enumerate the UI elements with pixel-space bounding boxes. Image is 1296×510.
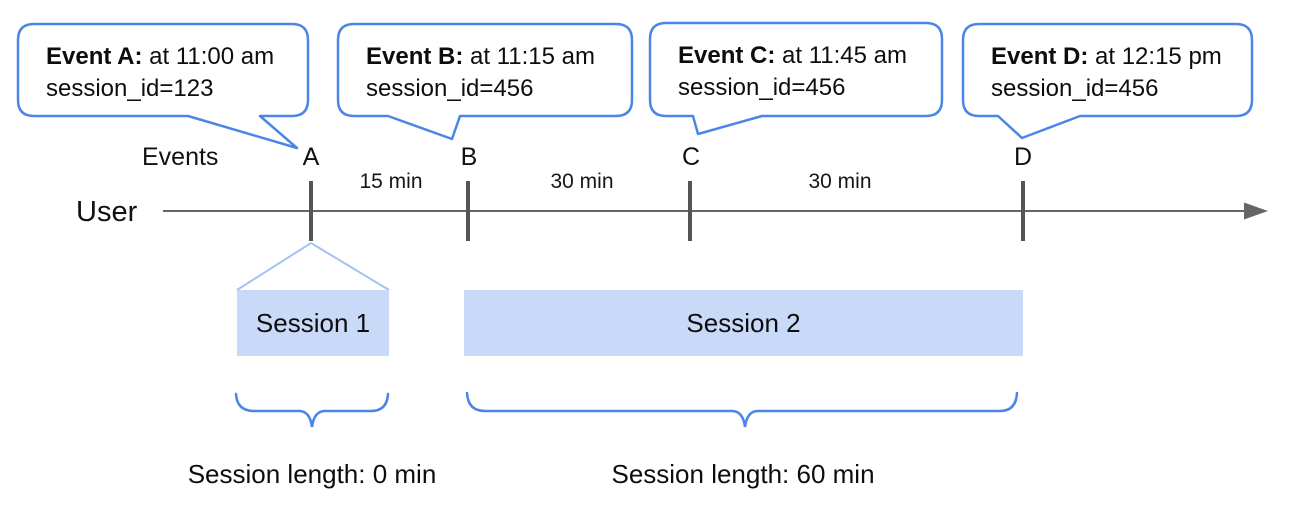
speech-bubble-b: Event B: at 11:15 am session_id=456 [366, 41, 595, 105]
speech-bubble-d-outline [961, 22, 1254, 140]
speech-bubble-a-outline [16, 22, 310, 150]
bubble-d-session-id: session_id=456 [991, 75, 1159, 102]
session2-length-label: Session length: 60 min [611, 459, 875, 489]
bubble-c-line1: Event C: at 11:45 am [678, 40, 907, 72]
bubble-d-time: at 12:15 pm [1088, 43, 1222, 70]
bubble-d-title: Event D: [991, 43, 1089, 70]
interval-label-cd: 30 min [808, 170, 872, 193]
bubble-b-title: Event B: [366, 43, 464, 70]
bubble-c-title: Event C: [678, 42, 776, 69]
interval-label-bc: 30 min [550, 170, 614, 193]
bubble-c-session-id: session_id=456 [678, 74, 846, 101]
session1-funnel-lines [236, 242, 390, 291]
event-marker-a: A [302, 143, 320, 171]
session1-box-label: Session 1 [255, 307, 371, 338]
bubble-a-session-id: session_id=123 [46, 75, 214, 102]
event-marker-c: C [681, 143, 701, 171]
session1-box: Session 1 [237, 290, 389, 356]
session2-brace [465, 391, 1019, 428]
bubble-a-title: Event A: [46, 43, 143, 70]
session2-box-label: Session 2 [686, 307, 801, 338]
speech-bubble-d: Event D: at 12:15 pm session_id=456 [991, 41, 1222, 105]
speech-bubble-b-outline [336, 22, 634, 141]
session1-brace [234, 392, 390, 428]
bubble-b-line1: Event B: at 11:15 am [366, 41, 595, 73]
bubble-d-line1: Event D: at 12:15 pm [991, 41, 1222, 73]
user-label: User [76, 196, 138, 228]
bubble-a-line1: Event A: at 11:00 am [46, 41, 274, 73]
bubble-b-session-id: session_id=456 [366, 75, 534, 102]
timeline-arrowhead-icon [1244, 202, 1268, 220]
speech-bubble-c-outline [648, 21, 944, 136]
session1-length-label: Session length: 0 min [187, 459, 437, 489]
bubble-b-time: at 11:15 am [463, 43, 595, 70]
bubble-c-time: at 11:45 am [775, 42, 907, 69]
event-marker-d: D [1013, 143, 1033, 171]
speech-bubble-a: Event A: at 11:00 am session_id=123 [46, 41, 274, 105]
bubble-a-time: at 11:00 am [142, 43, 275, 70]
speech-bubble-c: Event C: at 11:45 am session_id=456 [678, 40, 907, 104]
interval-label-ab: 15 min [359, 170, 423, 193]
event-marker-b: B [460, 143, 478, 171]
events-axis-label: Events [142, 143, 219, 171]
session2-box: Session 2 [464, 290, 1023, 356]
